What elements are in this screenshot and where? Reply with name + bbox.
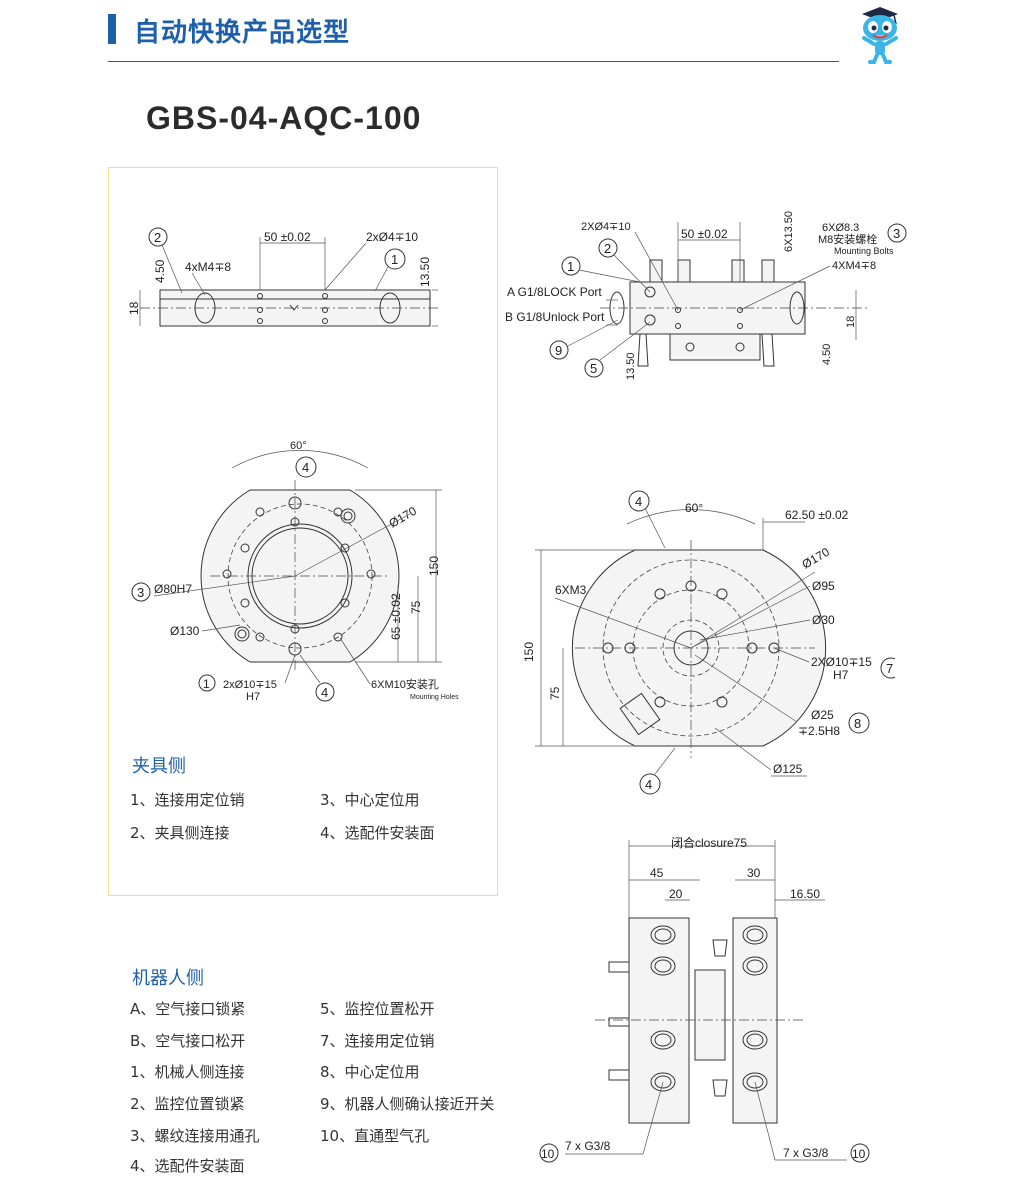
gripper-item-1: 1、连接用定位销 [130,791,245,809]
dim-150: 150 [427,556,441,576]
dim-450: 4.50 [153,259,167,283]
callout-8: 8 [854,716,861,731]
header-accent-bar [108,14,116,44]
callout-4: 4 [635,494,642,509]
dim-450: 4.50 [821,344,833,365]
page-title: 自动快换产品选型 [134,18,351,48]
robot-side-top-drawing: 60° 4 62.50 ±0.02 Ø170 Ø95 Ø30 6XM3 150 … [522,490,895,795]
callout-7: 7 [886,661,893,676]
closure-title: 闭合closure75 [671,835,747,850]
robot-item-2: 2、监控位置锁紧 [130,1095,245,1113]
dim-170: Ø170 [387,504,420,531]
gripper-side-panel [108,167,498,896]
callout-9: 9 [555,343,562,358]
callout-1: 1 [203,677,210,691]
robot-item-b: B、空气接口松开 [130,1032,246,1050]
mounting-holes-note: Mounting Holes [410,694,459,701]
gripper-side-top-drawing: 60° 4 Ø170 150 75 65 ±0.02 3 Ø80H7 Ø130 … [131,440,459,703]
callout-1: 1 [567,259,574,274]
callout-10b: 10 [852,1147,866,1161]
robot-item-9: 9、机器人侧确认接近开关 [320,1095,495,1113]
callout-2: 2 [154,230,161,245]
dim-m4: 4XM4∓8 [832,260,876,272]
callout-5: 5 [590,361,597,376]
mascot-logo [862,7,898,64]
robot-item-5: 5、监控位置松开 [320,1000,435,1018]
robot-side-title: 机器人侧 [132,968,204,989]
gripper-item-2: 2、夹具侧连接 [130,824,230,842]
dim-170: Ø170 [800,545,833,572]
robot-item-8: 8、中心定位用 [320,1063,420,1081]
callout-3: 3 [893,226,900,241]
callout-3: 3 [137,585,144,600]
model-number: GBS-04-AQC-100 [146,100,422,136]
dim-75: 75 [409,600,423,614]
dim-6x1350: 6X13.50 [783,211,795,252]
dim-bolts: 6XØ8.3 [822,222,859,234]
dim-1350: 13.50 [625,352,637,380]
gripper-item-4: 4、选配件安装面 [320,824,435,842]
robot-side-profile-drawing: 50 ±0.02 2XØ4∓10 6X13.50 6XØ8.3 M8安装螺栓 M… [505,211,907,380]
dim-30: Ø30 [812,613,835,627]
dim-30: 30 [747,866,761,880]
dim-80h7: Ø80H7 [154,582,192,596]
dim-25-depth: ∓2.5H8 [798,724,840,738]
dim-75: 75 [548,686,562,700]
dim-pin: 2xØ10∓15 [223,679,277,691]
dim-150: 150 [522,642,536,662]
robot-item-3: 3、螺纹连接用通孔 [130,1127,260,1145]
dim-125: Ø125 [773,762,803,776]
dim-holes: 2xØ4∓10 [366,230,418,244]
callout-4b: 4 [321,685,328,700]
dim-m8: M8安装螺栓 [818,232,877,246]
callout-2: 2 [604,241,611,256]
header-divider [108,61,839,62]
dim-130: Ø130 [170,624,200,638]
dim-45: 45 [650,866,664,880]
dim-50: 50 ±0.02 [264,230,311,244]
callout-4b: 4 [645,777,652,792]
callout-4a: 4 [302,460,309,475]
dim-m3: 6XM3 [555,583,587,597]
robot-item-1: 1、机械人侧连接 [130,1063,245,1081]
g38-left: 7 x G3/8 [565,1139,611,1153]
port-a: A G1/8LOCK Port [507,285,602,299]
dim-pin: 2XØ10∓15 [811,655,872,669]
dim-18: 18 [845,316,857,328]
dim-50: 50 ±0.02 [681,227,728,241]
gripper-item-3: 3、中心定位用 [320,791,420,809]
robot-item-10: 10、直通型气孔 [320,1127,430,1145]
dim-20: 20 [669,887,683,901]
dim-m10: 6XM10安装孔 [371,677,439,691]
gripper-side-title: 夹具侧 [132,756,186,777]
callout-1: 1 [391,252,398,267]
robot-item-a: A、空气接口锁紧 [130,1000,246,1018]
dim-h7: H7 [833,668,849,682]
dim-1650: 16.50 [790,887,820,901]
dim-6250: 62.50 ±0.02 [785,508,849,522]
dim-1350: 13.50 [418,257,432,287]
dim-95: Ø95 [812,579,835,593]
dim-25: Ø25 [811,708,834,722]
callout-10a: 10 [541,1147,555,1161]
g38-right: 7 x G3/8 [783,1146,829,1160]
gripper-side-profile-drawing: 50 ±0.02 2xØ4∓10 4xM4∓8 2 1 13.50 4.50 1… [127,227,440,327]
dim-60deg: 60° [685,501,703,515]
dim-h7: H7 [246,691,260,703]
port-b: B G1/8Unlock Port [505,310,605,324]
closure-drawing: 闭合closure75 45 20 30 16.50 10 7 x G3/8 7… [539,835,870,1163]
robot-item-4: 4、选配件安装面 [130,1157,245,1175]
robot-item-7: 7、连接用定位销 [320,1032,435,1050]
dim-18: 18 [127,301,141,315]
dim-holes: 2XØ4∓10 [581,221,631,233]
dim-60deg: 60° [290,440,307,452]
mounting-bolts-note: Mounting Bolts [834,246,894,256]
dim-65: 65 ±0.02 [389,593,403,640]
dim-m4: 4xM4∓8 [185,260,231,274]
